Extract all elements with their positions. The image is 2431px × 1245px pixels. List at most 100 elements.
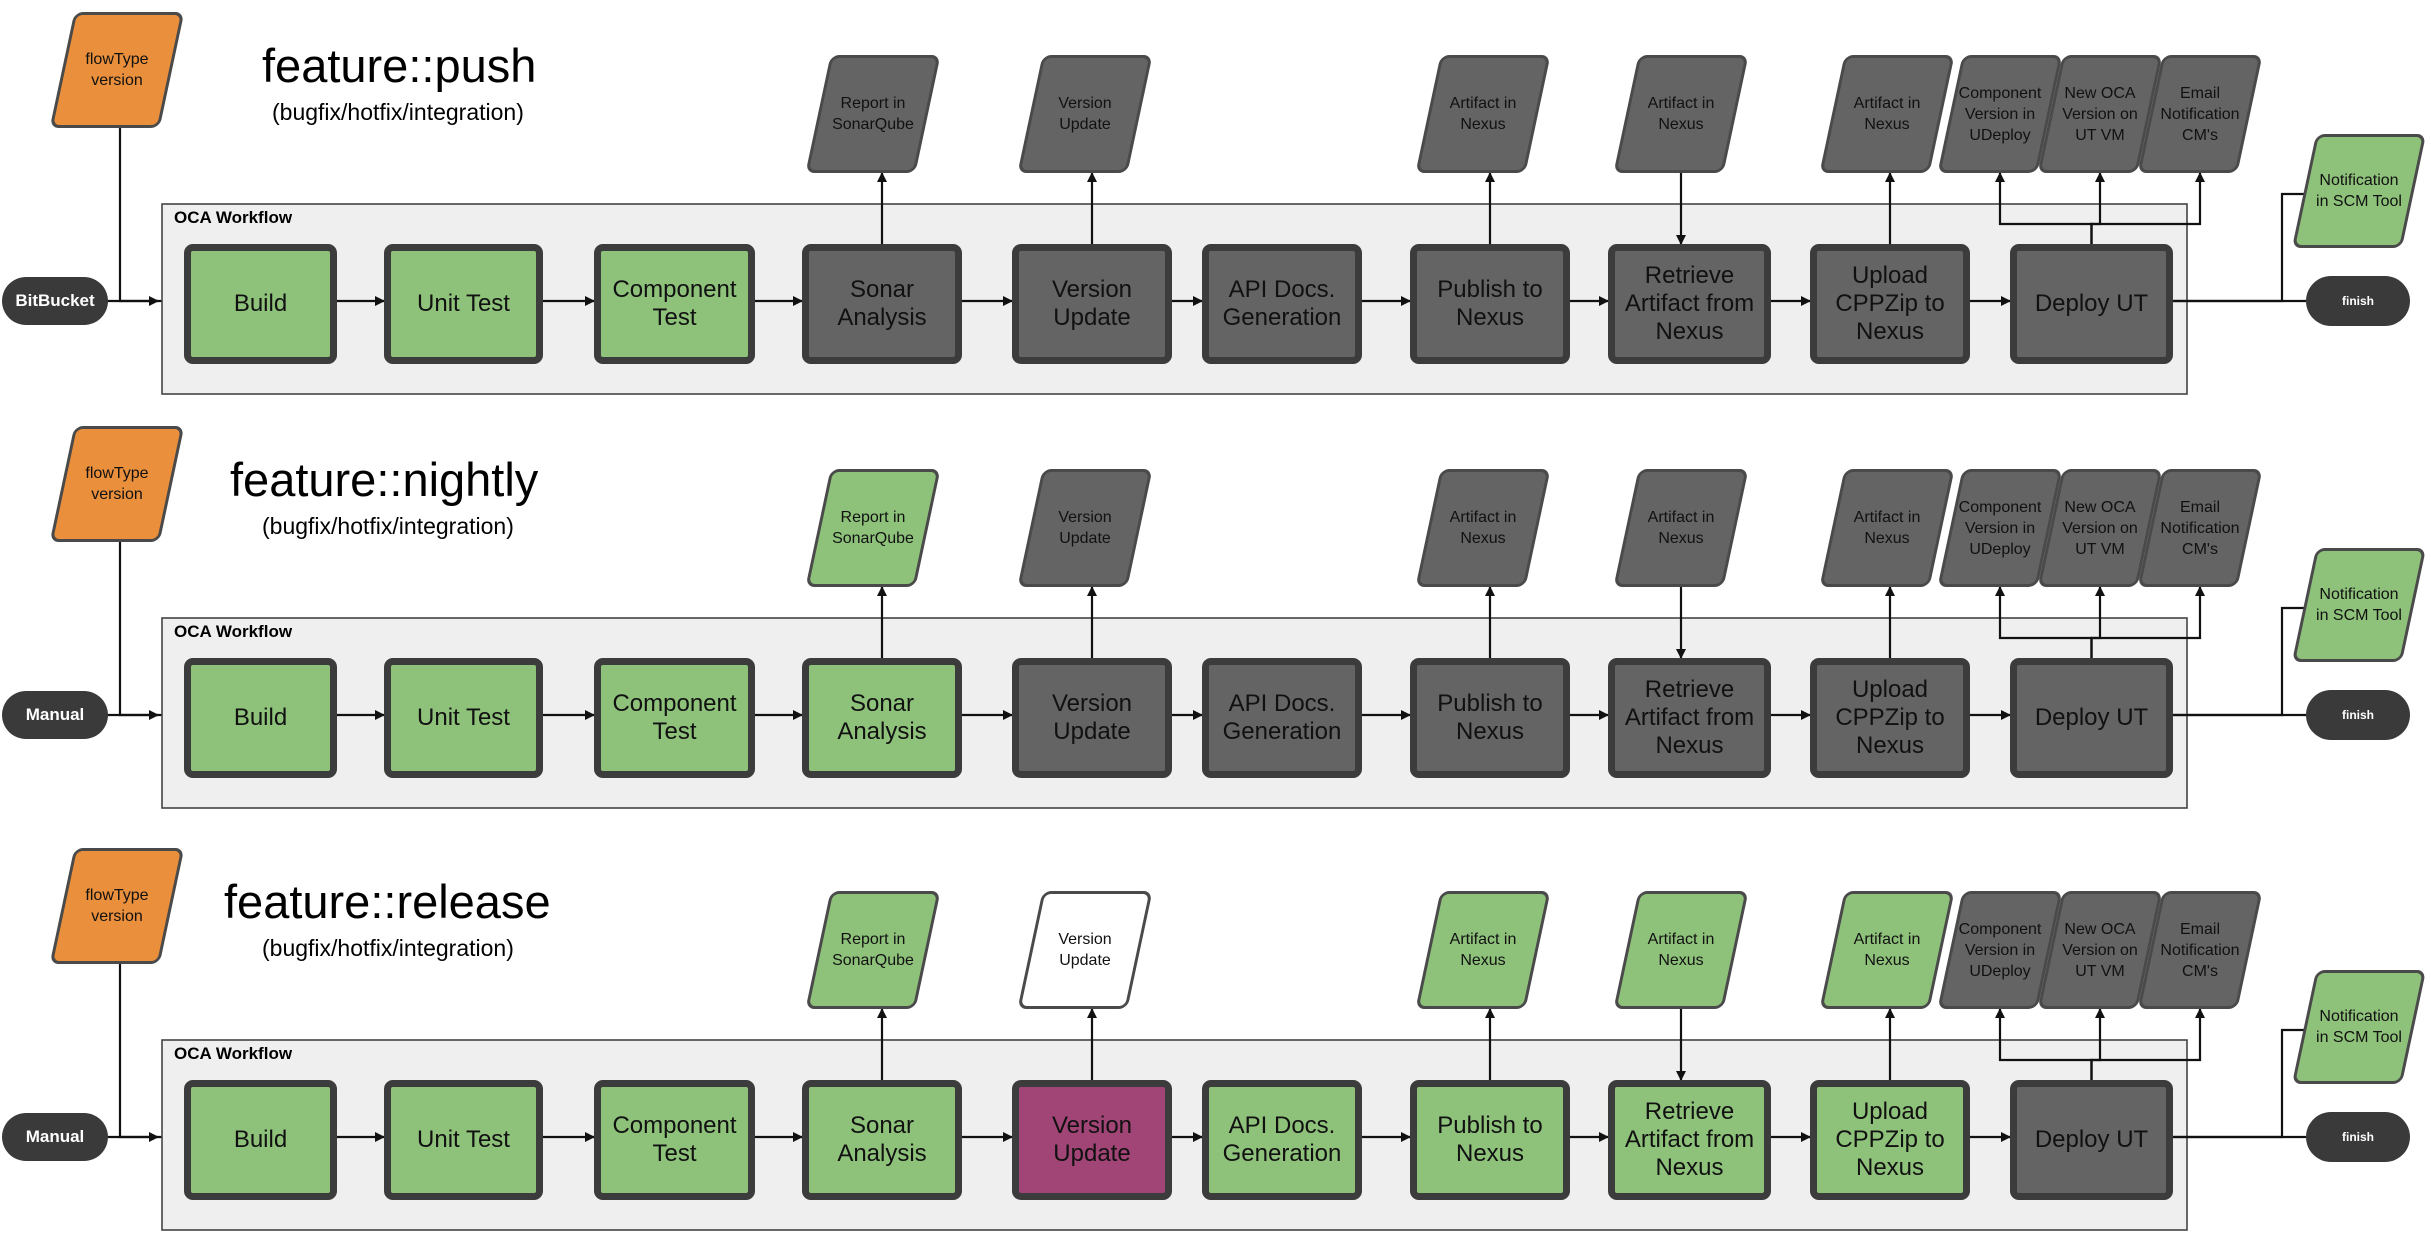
trigger-badge: Manual — [2, 1113, 108, 1161]
step-box-7: Publish to Nexus — [1410, 1080, 1570, 1200]
step-box-1: Build — [184, 244, 337, 364]
notification-output-label: Notification in SCM Tool — [2316, 1008, 2402, 1046]
output-2-label: Version Update — [1058, 95, 1112, 133]
output-2-label: Version Update — [1058, 931, 1112, 969]
output-8: Email Notification CM's — [2137, 469, 2263, 587]
flow-type-input: flowType version — [49, 848, 185, 964]
output-7-label: New OCA Version on UT VM — [2062, 498, 2138, 558]
trigger-badge: BitBucket — [2, 277, 108, 325]
output-4: Artifact in Nexus — [1613, 891, 1749, 1009]
workflow-label: OCA Workflow — [174, 1044, 293, 1063]
output-2: Version Update — [1017, 891, 1153, 1009]
output-1: Report in SonarQube — [805, 891, 941, 1009]
flow-title: feature::nightly — [230, 453, 539, 506]
output-2-label: Version Update — [1058, 509, 1112, 547]
output-5: Artifact in Nexus — [1819, 55, 1955, 173]
finish-terminal: finish — [2306, 276, 2410, 326]
output-6: Component Version in UDeploy — [1937, 469, 2063, 587]
flow-type-input-label: flowType version — [85, 51, 149, 89]
trigger-badge: Manual — [2, 691, 108, 739]
output-1-label: Report in SonarQube — [832, 509, 914, 547]
output-8: Email Notification CM's — [2137, 55, 2263, 173]
step-box-9: Upload CPPZip to Nexus — [1810, 1080, 1970, 1200]
step-box-10: Deploy UT — [2010, 244, 2173, 364]
step-box-6: API Docs. Generation — [1202, 658, 1362, 778]
output-5-label: Artifact in Nexus — [1853, 95, 1921, 133]
output-4: Artifact in Nexus — [1613, 469, 1749, 587]
output-3: Artifact in Nexus — [1415, 469, 1551, 587]
output-1-label: Report in SonarQube — [832, 95, 914, 133]
flow-type-input: flowType version — [49, 12, 185, 128]
notification-output-label: Notification in SCM Tool — [2316, 586, 2402, 624]
step-box-1: Build — [184, 658, 337, 778]
output-1-label: Report in SonarQube — [832, 931, 914, 969]
notification-output-label: Notification in SCM Tool — [2316, 172, 2402, 210]
output-6-label: Component Version in UDeploy — [1958, 498, 2042, 558]
notification-output: Notification in SCM Tool — [2291, 548, 2427, 662]
workflow-label: OCA Workflow — [174, 622, 293, 641]
output-4-label: Artifact in Nexus — [1647, 509, 1715, 547]
finish-terminal: finish — [2306, 1112, 2410, 1162]
output-8-label: Email Notification CM's — [2160, 84, 2240, 144]
output-6: Component Version in UDeploy — [1937, 55, 2063, 173]
step-box-2: Unit Test — [384, 1080, 543, 1200]
step-box-10: Deploy UT — [2010, 658, 2173, 778]
step-box-6: API Docs. Generation — [1202, 1080, 1362, 1200]
output-8-label: Email Notification CM's — [2160, 498, 2240, 558]
output-6-label: Component Version in UDeploy — [1958, 84, 2042, 144]
output-7: New OCA Version on UT VM — [2037, 469, 2163, 587]
step-box-4: Sonar Analysis — [802, 658, 962, 778]
step-box-8: Retrieve Artifact from Nexus — [1608, 244, 1771, 364]
flow-title: feature::push — [262, 39, 537, 92]
step-box-6: API Docs. Generation — [1202, 244, 1362, 364]
output-2: Version Update — [1017, 55, 1153, 173]
output-7: New OCA Version on UT VM — [2037, 55, 2163, 173]
output-3: Artifact in Nexus — [1415, 891, 1551, 1009]
flow-subtitle: (bugfix/hotfix/integration) — [272, 99, 524, 125]
output-4: Artifact in Nexus — [1613, 55, 1749, 173]
deploy-output-connector — [2090, 1008, 2205, 1080]
output-2: Version Update — [1017, 469, 1153, 587]
output-4-label: Artifact in Nexus — [1647, 931, 1715, 969]
output-6-label: Component Version in UDeploy — [1958, 920, 2042, 980]
workflow-label: OCA Workflow — [174, 208, 293, 227]
flow-title: feature::release — [224, 875, 551, 928]
step-box-4: Sonar Analysis — [802, 1080, 962, 1200]
output-5-label: Artifact in Nexus — [1853, 509, 1921, 547]
step-box-10: Deploy UT — [2010, 1080, 2173, 1200]
step-box-1: Build — [184, 1080, 337, 1200]
output-4-label: Artifact in Nexus — [1647, 95, 1715, 133]
notification-output: Notification in SCM Tool — [2291, 970, 2427, 1084]
deploy-output-connector — [2090, 586, 2205, 658]
deploy-output-connector — [2090, 172, 2205, 244]
flow-type-input: flowType version — [49, 426, 185, 542]
step-box-8: Retrieve Artifact from Nexus — [1608, 658, 1771, 778]
step-box-7: Publish to Nexus — [1410, 244, 1570, 364]
step-box-4: Sonar Analysis — [802, 244, 962, 364]
output-3-label: Artifact in Nexus — [1449, 509, 1517, 547]
notification-output: Notification in SCM Tool — [2291, 134, 2427, 248]
output-3-label: Artifact in Nexus — [1449, 931, 1517, 969]
output-7-label: New OCA Version on UT VM — [2062, 84, 2138, 144]
output-5: Artifact in Nexus — [1819, 469, 1955, 587]
step-box-3: Component Test — [594, 244, 755, 364]
step-box-9: Upload CPPZip to Nexus — [1810, 244, 1970, 364]
step-box-8: Retrieve Artifact from Nexus — [1608, 1080, 1771, 1200]
output-3: Artifact in Nexus — [1415, 55, 1551, 173]
flow-subtitle: (bugfix/hotfix/integration) — [262, 935, 514, 961]
step-box-3: Component Test — [594, 1080, 755, 1200]
output-7: New OCA Version on UT VM — [2037, 891, 2163, 1009]
finish-terminal: finish — [2306, 690, 2410, 740]
output-6: Component Version in UDeploy — [1937, 891, 2063, 1009]
step-box-2: Unit Test — [384, 244, 543, 364]
flow-type-input-label: flowType version — [85, 887, 149, 925]
output-8: Email Notification CM's — [2137, 891, 2263, 1009]
output-5-label: Artifact in Nexus — [1853, 931, 1921, 969]
output-3-label: Artifact in Nexus — [1449, 95, 1517, 133]
flow-subtitle: (bugfix/hotfix/integration) — [262, 513, 514, 539]
output-8-label: Email Notification CM's — [2160, 920, 2240, 980]
step-box-7: Publish to Nexus — [1410, 658, 1570, 778]
output-1: Report in SonarQube — [805, 469, 941, 587]
output-5: Artifact in Nexus — [1819, 891, 1955, 1009]
step-box-5: Version Update — [1012, 1080, 1172, 1200]
